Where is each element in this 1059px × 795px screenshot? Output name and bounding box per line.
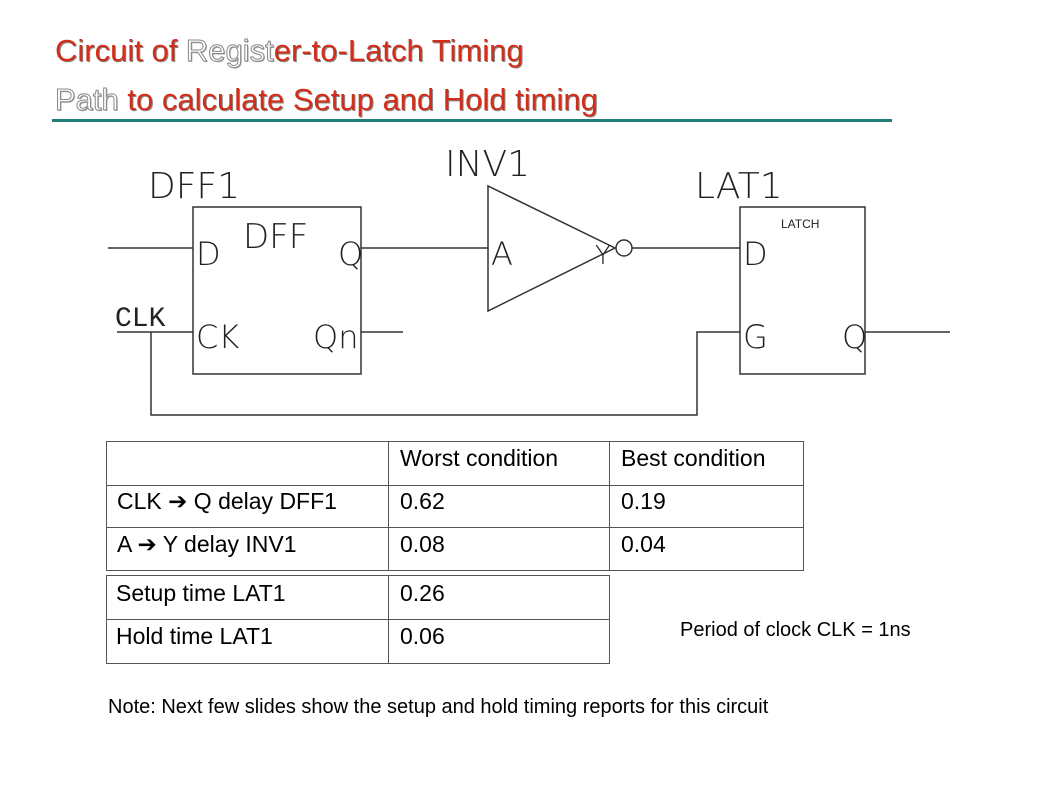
header-worst: Worst condition [400,445,559,471]
inv-name: INV1 [445,144,530,185]
row-label: CLK ➔ Q delay DFF1 [117,488,337,514]
cell-value: 0.06 [400,623,445,649]
latch-g-pin: G [743,318,768,356]
latch-d-pin: D [743,235,768,273]
title-part: to calculate Setup and Hold timing [127,82,598,117]
cell-value: 0.08 [400,531,445,557]
inv-y-pin: Y [595,241,611,271]
title-part: Path [54,82,128,118]
dff-ck-pin: CK [196,318,239,356]
cell-value: 0.04 [621,531,666,557]
clock-period-text: Period of clock CLK = 1ns [680,619,911,641]
title-underline [52,119,892,122]
latch-type: LATCH [781,217,819,231]
inv-a-pin: A [491,235,513,273]
dff-q-pin: Q [338,235,363,273]
cell-value: 0.19 [621,488,666,514]
dff-box [192,206,362,375]
circuit-diagram: DFF1 DFF D Q CK Qn CLK INV1 A Y LAT1 LAT… [108,144,950,416]
dff-type: DFF [243,217,308,257]
latch-q-pin: Q [842,318,867,356]
row-label: A ➔ Y delay INV1 [117,531,297,557]
title-part: Circuit of [55,33,186,68]
title-part: Regist [185,33,274,69]
latch-name: LAT1 [695,166,783,207]
title-part: er-to-Latch Timing [273,33,524,68]
cell-value: 0.62 [400,488,445,514]
note-text: Note: Next few slides show the setup and… [108,696,769,718]
title-line-1: Circuit of Register-to-Latch Timing [55,31,524,71]
row-label: Setup time LAT1 [116,580,286,606]
inverter-bubble [615,239,633,257]
cell-value: 0.26 [400,580,445,606]
row-label: Hold time LAT1 [116,623,273,649]
clk-label: CLK [115,304,166,335]
latch-box [739,206,866,375]
dff-d-pin: D [196,235,221,273]
header-best: Best condition [621,445,766,471]
dff-qn-pin: Qn [313,318,358,356]
clk-to-g-wire [150,331,740,416]
dff-name: DFF1 [148,166,240,207]
title-line-2: Path to calculate Setup and Hold timing [54,80,598,120]
